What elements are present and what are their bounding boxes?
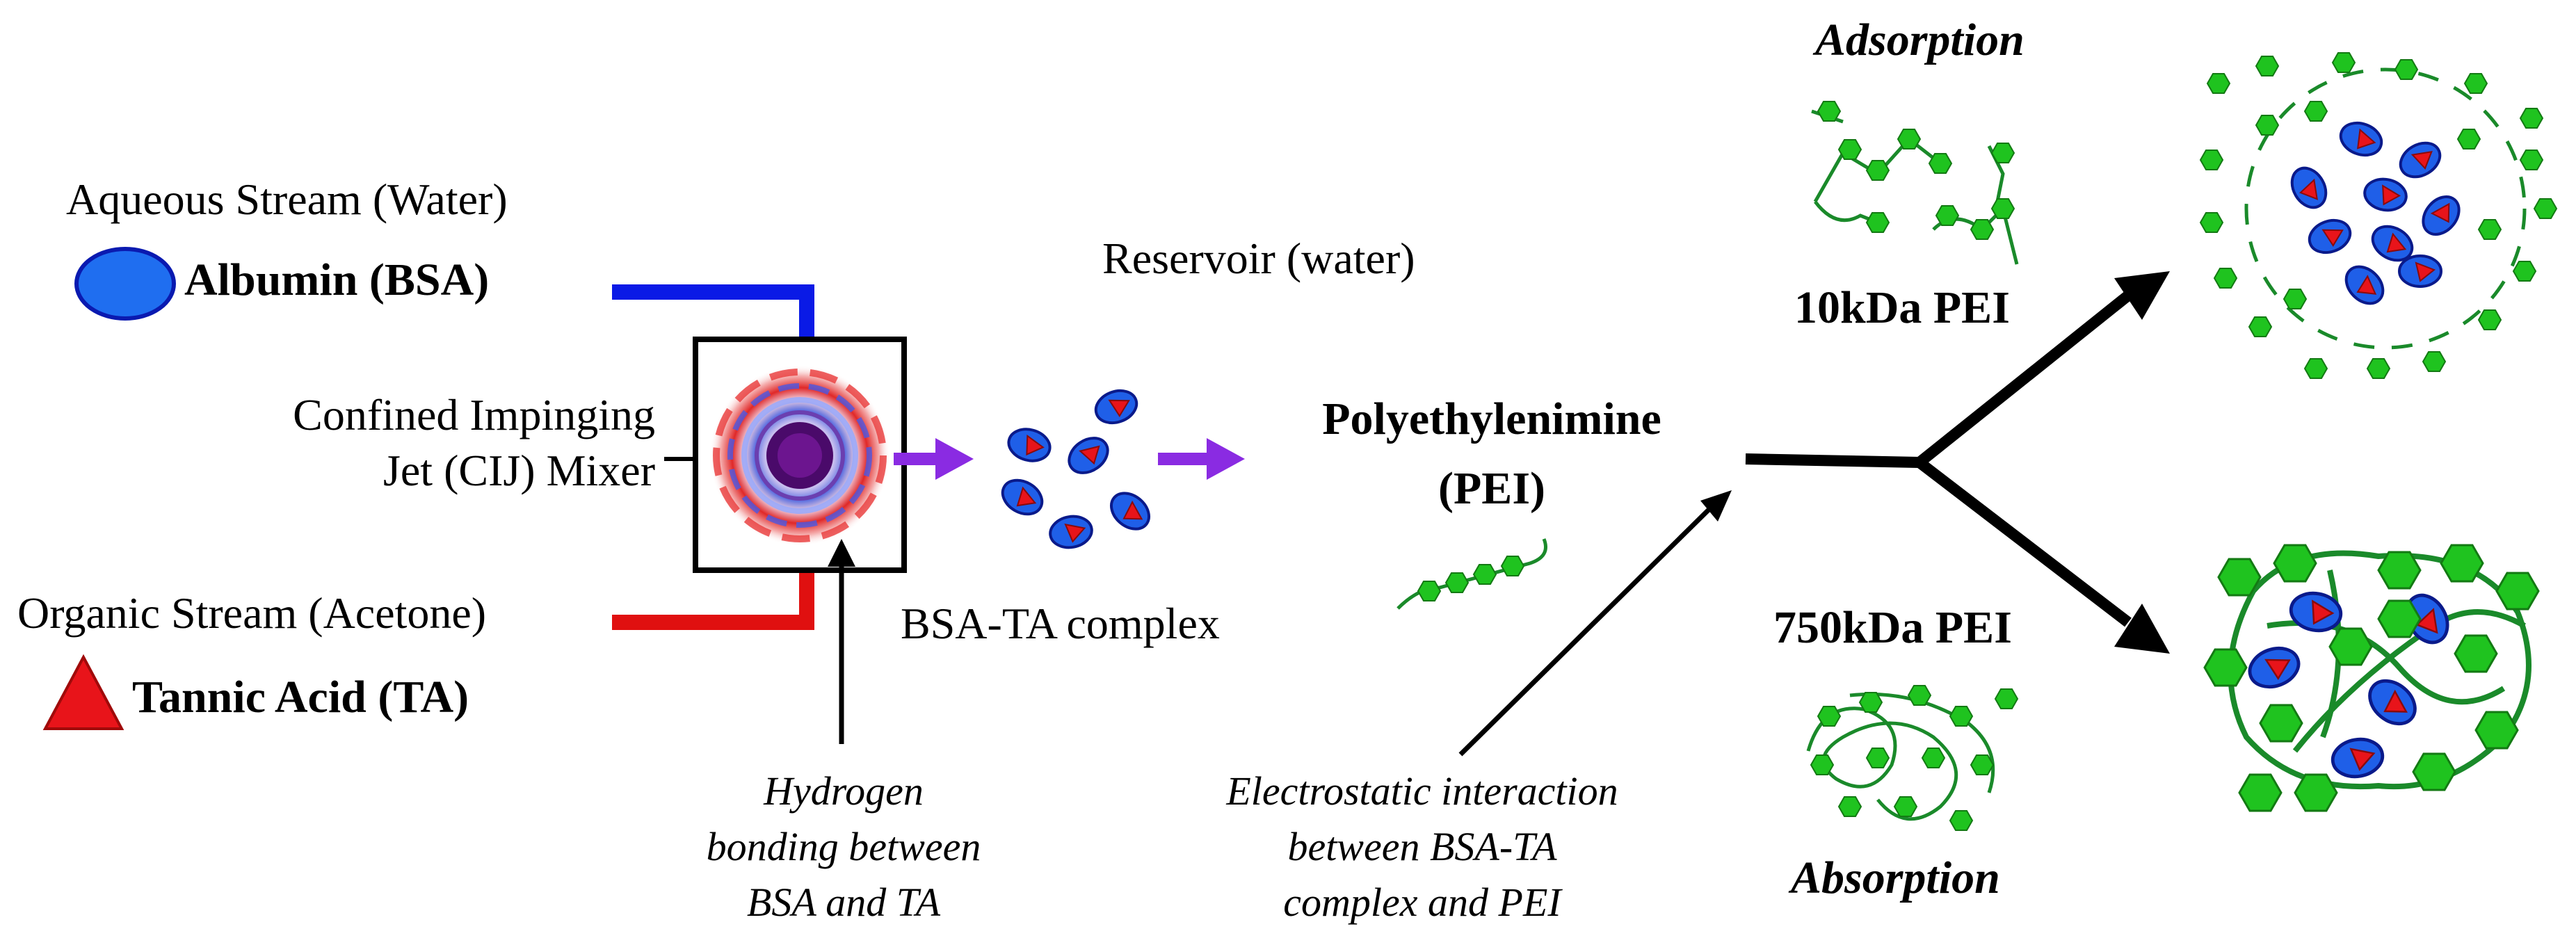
pei-chain-icon [1396, 538, 1547, 610]
organic-stream-label: Organic Stream (Acetone) [17, 588, 487, 638]
organic-flow-line [612, 553, 814, 630]
electrostatic-line1: Electrostatic interaction [1226, 768, 1618, 814]
aqueous-stream-label: Aqueous Stream (Water) [66, 175, 508, 224]
purple-arrow-1 [935, 438, 974, 480]
tannic-acid-label: Tannic Acid (TA) [132, 672, 469, 722]
branch-arrowhead-down [2114, 604, 2170, 654]
electrostatic-line2: between BSA-TA [1287, 824, 1557, 869]
albumin-icon [74, 247, 176, 321]
adsorption-nanoparticle [2200, 52, 2557, 379]
branch-arrow-down [1916, 458, 2132, 627]
mixer-label-line2: Jet (CIJ) Mixer [383, 446, 655, 495]
branch-arrow-up [1916, 291, 2132, 467]
absorption-nanoparticle [2203, 544, 2540, 812]
adsorption-label: Adsorption [1815, 15, 2024, 65]
branch-arrowhead-up [2114, 271, 2170, 320]
pei-750k-network-icon [1806, 685, 2018, 831]
hydrogen-bonding-arrowhead [828, 539, 855, 567]
pei-label-line2: (PEI) [1438, 463, 1545, 514]
electrostatic-arrowhead [1700, 490, 1732, 522]
electrostatic-arrow [1458, 506, 1713, 757]
tannic-acid-icon [42, 654, 124, 730]
branch-arrow-stem [1745, 453, 1920, 468]
pei-10k-label: 10kDa PEI [1794, 282, 2010, 333]
mixer-swirl-icon [709, 365, 890, 546]
mixer-label-line1: Confined Impinging [293, 390, 655, 439]
reservoir-label: Reservoir (water) [1102, 234, 1415, 283]
hydrogen-bonding-line1: Hydrogen [764, 768, 924, 814]
hydrogen-bonding-line3: BSA and TA [746, 880, 941, 925]
pei-10k-chains-icon [1811, 101, 2019, 265]
purple-arrow-2 [1207, 438, 1245, 480]
hydrogen-bonding-line2: bonding between [706, 824, 981, 869]
bsa-ta-complex-cluster [995, 384, 1158, 552]
pei-label-line1: Polyethylenimine [1322, 394, 1661, 444]
electrostatic-line3: complex and PEI [1283, 880, 1561, 925]
albumin-label: Albumin (BSA) [184, 255, 490, 305]
bsa-ta-complex-label: BSA-TA complex [901, 599, 1220, 648]
absorption-label: Absorption [1791, 853, 2000, 903]
pei-750k-label: 750kDa PEI [1773, 602, 2012, 653]
